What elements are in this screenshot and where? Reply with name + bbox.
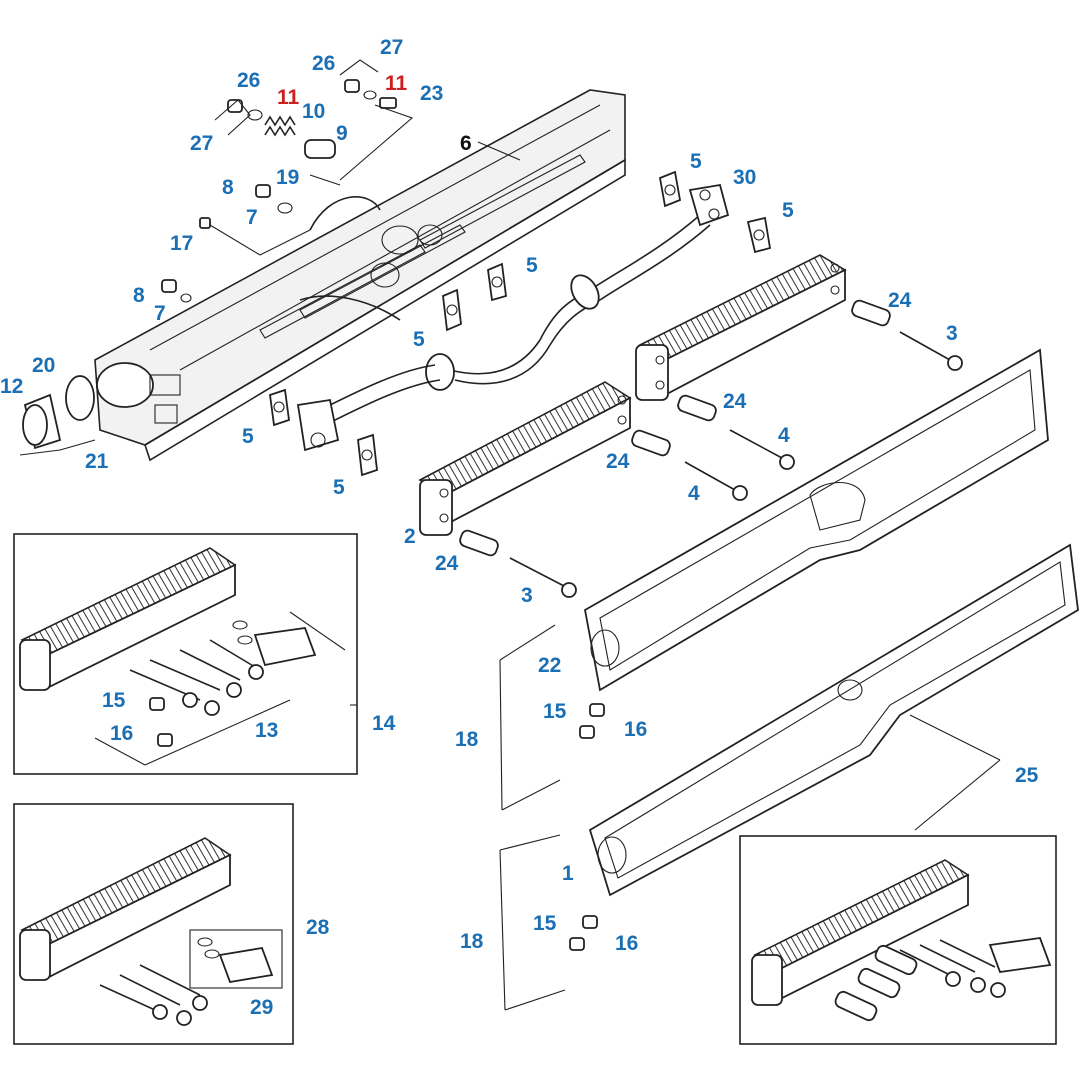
callout-21: 21 <box>85 450 109 473</box>
o-ring-20 <box>65 375 95 421</box>
callout-16: 16 <box>615 932 638 955</box>
callout-7: 7 <box>154 302 166 325</box>
kit-14-box <box>13 533 358 775</box>
callout-17: 17 <box>170 232 193 255</box>
leader-lines <box>19 59 1001 1011</box>
kit-28-box <box>13 803 294 1045</box>
gasket-22 <box>583 348 1049 692</box>
callout-5: 5 <box>690 150 702 173</box>
callout-5: 5 <box>782 199 794 222</box>
callout-16: 16 <box>110 722 133 745</box>
callout-22: 22 <box>538 654 561 677</box>
callout-11: 11 <box>385 72 408 95</box>
gasket-5-a <box>658 170 682 208</box>
callout-24: 24 <box>606 450 630 473</box>
callout-3: 3 <box>521 584 533 607</box>
gasket-5-e <box>269 388 290 427</box>
seal-11-a <box>247 109 263 121</box>
callout-7: 7 <box>246 206 258 229</box>
tube-flange-lower <box>296 398 340 452</box>
dowel-24-d <box>459 529 499 557</box>
callout-18: 18 <box>460 930 484 953</box>
callout-5: 5 <box>242 425 254 448</box>
callout-6: 6 <box>460 132 472 155</box>
callout-5: 5 <box>333 476 345 499</box>
dowel-24-c <box>631 429 671 457</box>
callout-26: 26 <box>237 69 260 92</box>
callout-25: 25 <box>1015 764 1039 787</box>
callout-15: 15 <box>543 700 567 723</box>
bolt-4-a <box>729 429 795 470</box>
plug-26-a <box>227 99 243 113</box>
gasket-5-b <box>746 216 772 254</box>
callout-28: 28 <box>306 916 330 939</box>
oil-tube-lower <box>319 364 441 426</box>
callout-26: 26 <box>312 52 335 75</box>
dowel-24-b <box>677 394 717 422</box>
callout-24: 24 <box>888 289 912 312</box>
callout-11: 11 <box>277 86 300 109</box>
gasket-5-c <box>487 262 507 302</box>
kit-25-box <box>739 835 1057 1045</box>
callout-1: 1 <box>562 862 574 885</box>
callout-12: 12 <box>0 375 23 398</box>
callout-9: 9 <box>336 122 348 145</box>
callout-5: 5 <box>413 328 425 351</box>
gasket-5-d <box>442 288 462 332</box>
plug-23 <box>379 97 397 109</box>
callout-24: 24 <box>723 390 747 413</box>
plug-8-a <box>255 184 271 198</box>
callout-29: 29 <box>250 996 273 1019</box>
callout-27: 27 <box>190 132 213 155</box>
callout-16: 16 <box>624 718 647 741</box>
cooler-core-lower <box>418 381 632 536</box>
tube-flange-30 <box>688 183 730 227</box>
callout-4: 4 <box>688 482 700 505</box>
cooler-core-upper <box>635 254 847 401</box>
plug-15-b <box>582 915 598 929</box>
callouts: 26 27 11 10 9 27 26 11 23 6 19 8 7 17 8 … <box>0 36 1039 1019</box>
callout-14: 14 <box>372 712 396 735</box>
callout-18: 18 <box>455 728 479 751</box>
callout-5: 5 <box>526 254 538 277</box>
oil-tube-upper <box>425 214 711 391</box>
callout-27: 27 <box>380 36 403 59</box>
seal-11-b <box>363 90 377 100</box>
callout-19: 19 <box>276 166 299 189</box>
callout-2: 2 <box>404 525 416 548</box>
plug-16-a <box>579 725 595 739</box>
callout-4: 4 <box>778 424 790 447</box>
adapter-12 <box>22 393 62 450</box>
plug-26-b <box>344 79 360 93</box>
bolt-4-b <box>684 461 748 501</box>
callout-8: 8 <box>133 284 145 307</box>
oil-cooler-housing <box>94 89 626 462</box>
seal-19 <box>277 202 293 214</box>
spring-10 <box>264 115 296 137</box>
plug-8-b <box>161 279 177 293</box>
callout-30: 30 <box>733 166 756 189</box>
callout-13: 13 <box>255 719 278 742</box>
seal-7-b <box>180 293 192 303</box>
bolt-3-b <box>509 557 577 598</box>
callout-8: 8 <box>222 176 234 199</box>
plug-15-a <box>589 703 605 717</box>
callout-23: 23 <box>420 82 443 105</box>
callout-15: 15 <box>533 912 557 935</box>
callout-24: 24 <box>435 552 459 575</box>
gasket-5-f <box>357 433 378 477</box>
callout-20: 20 <box>32 354 55 377</box>
bolt-3-a <box>899 331 963 371</box>
dowel-24-a <box>851 299 891 327</box>
plug-16-b <box>569 937 585 951</box>
callout-3: 3 <box>946 322 958 345</box>
callout-15: 15 <box>102 689 126 712</box>
gasket-1 <box>588 543 1079 897</box>
callout-10: 10 <box>302 100 325 123</box>
valve-9 <box>304 139 336 159</box>
plug-17 <box>199 217 211 229</box>
